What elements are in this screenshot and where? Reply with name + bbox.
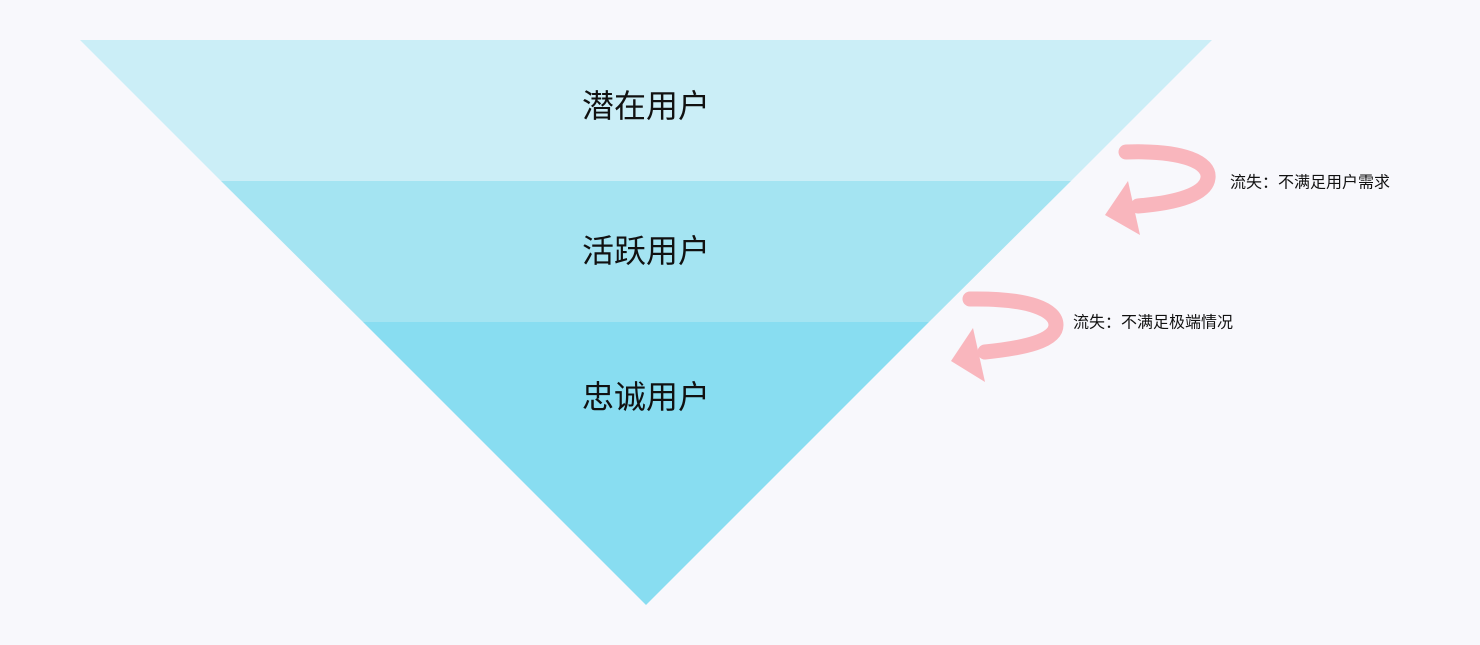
churn-label-2: 流失：不满足极端情况 (1073, 313, 1233, 332)
funnel-stage-2 (221, 181, 1071, 322)
funnel-stage-1-label: 潜在用户 (582, 87, 710, 125)
churn-arrow-2-curve (962, 291, 1064, 360)
funnel-stage-3 (363, 322, 929, 605)
churn-arrow-1 (1105, 144, 1216, 235)
churn-arrow-2 (951, 291, 1064, 382)
churn-arrow-1-head (1105, 181, 1140, 235)
funnel-stage-2-label: 活跃用户 (582, 232, 710, 270)
funnel-stage-1 (80, 40, 1212, 181)
churn-arrow-2-head (951, 328, 985, 382)
funnel-stage-3-label: 忠诚用户 (582, 378, 710, 416)
churn-label-1: 流失：不满足用户需求 (1230, 173, 1390, 192)
churn-arrow-1-curve (1118, 144, 1216, 214)
